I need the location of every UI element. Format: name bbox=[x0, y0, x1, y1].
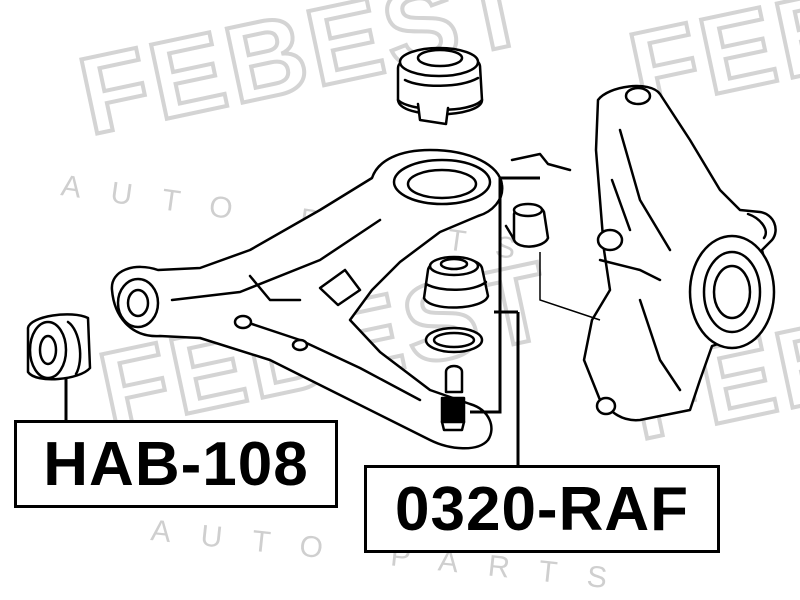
nut-icon bbox=[504, 202, 550, 248]
circlip-ring-icon bbox=[424, 326, 484, 354]
top-bushing-icon bbox=[396, 46, 484, 126]
left-bushing-icon bbox=[26, 313, 92, 381]
part-number-0320-raf: 0320-RAF bbox=[364, 465, 720, 553]
leader-line-raf-bracket bbox=[470, 178, 502, 414]
leader-lines-thin bbox=[539, 252, 601, 321]
part-number-hab-108: HAB-108 bbox=[14, 420, 338, 508]
parts bbox=[26, 46, 777, 450]
leader-lines bbox=[64, 176, 540, 465]
control-arm-icon bbox=[110, 148, 504, 450]
ball-joint-stud-icon bbox=[440, 364, 466, 432]
steering-knuckle-icon bbox=[582, 84, 777, 422]
reference-mark bbox=[510, 152, 572, 172]
ball-joint-boot-icon bbox=[422, 255, 490, 309]
